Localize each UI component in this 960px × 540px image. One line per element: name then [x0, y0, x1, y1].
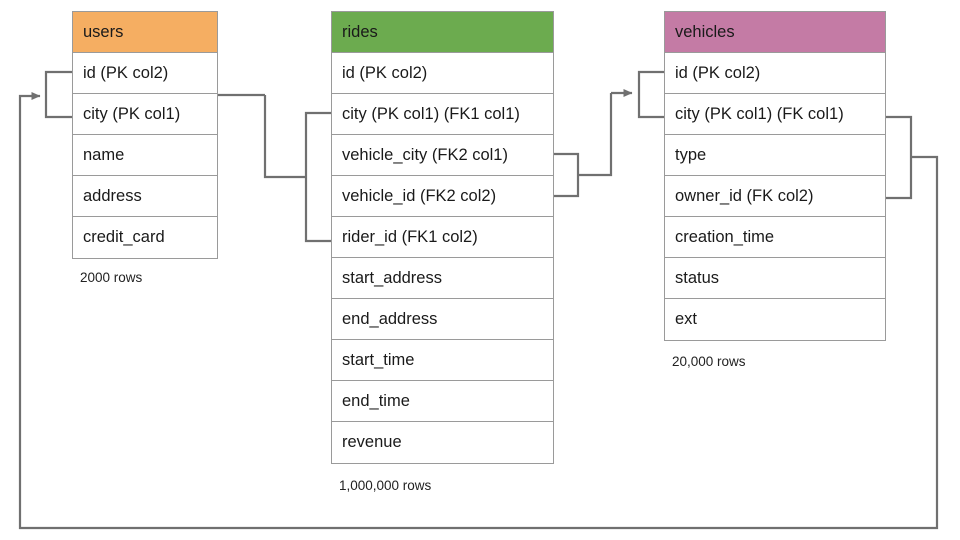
connector-vehicles-fk-to-users: [18, 92, 939, 530]
column-row[interactable]: credit_card: [73, 217, 217, 258]
column-row[interactable]: end_time: [332, 381, 553, 422]
entity-table-users[interactable]: users id (PK col2) city (PK col1) name a…: [72, 11, 218, 259]
column-row[interactable]: revenue: [332, 422, 553, 463]
column-row[interactable]: rider_id (FK1 col2): [332, 217, 553, 258]
column-row[interactable]: address: [73, 176, 217, 217]
column-row[interactable]: type: [665, 135, 885, 176]
connector-users-left-bracket: [44, 70, 72, 119]
column-row[interactable]: start_time: [332, 340, 553, 381]
entity-table-vehicles[interactable]: vehicles id (PK col2) city (PK col1) (FK…: [664, 11, 886, 341]
column-row[interactable]: name: [73, 135, 217, 176]
row-count-label-rides: 1,000,000 rows: [339, 478, 432, 493]
row-count-label-users: 2000 rows: [80, 270, 143, 285]
column-row[interactable]: id (PK col2): [73, 53, 217, 94]
column-row[interactable]: status: [665, 258, 885, 299]
entity-table-rides[interactable]: rides id (PK col2) city (PK col1) (FK1 c…: [331, 11, 554, 464]
column-row[interactable]: vehicle_id (FK2 col2): [332, 176, 553, 217]
connector-rides-fk2-to-vehicles: [554, 70, 664, 198]
column-row[interactable]: owner_id (FK col2): [665, 176, 885, 217]
column-row[interactable]: ext: [665, 299, 885, 340]
table-header-users: users: [73, 12, 217, 53]
row-count-label-vehicles: 20,000 rows: [672, 354, 746, 369]
column-row[interactable]: city (PK col1) (FK col1): [665, 94, 885, 135]
column-row[interactable]: end_address: [332, 299, 553, 340]
column-row[interactable]: id (PK col2): [332, 53, 553, 94]
table-header-rides: rides: [332, 12, 553, 53]
column-row[interactable]: id (PK col2): [665, 53, 885, 94]
column-row[interactable]: creation_time: [665, 217, 885, 258]
column-row[interactable]: city (PK col1): [73, 94, 217, 135]
column-row[interactable]: city (PK col1) (FK1 col1): [332, 94, 553, 135]
column-row[interactable]: vehicle_city (FK2 col1): [332, 135, 553, 176]
table-header-vehicles: vehicles: [665, 12, 885, 53]
column-row[interactable]: start_address: [332, 258, 553, 299]
